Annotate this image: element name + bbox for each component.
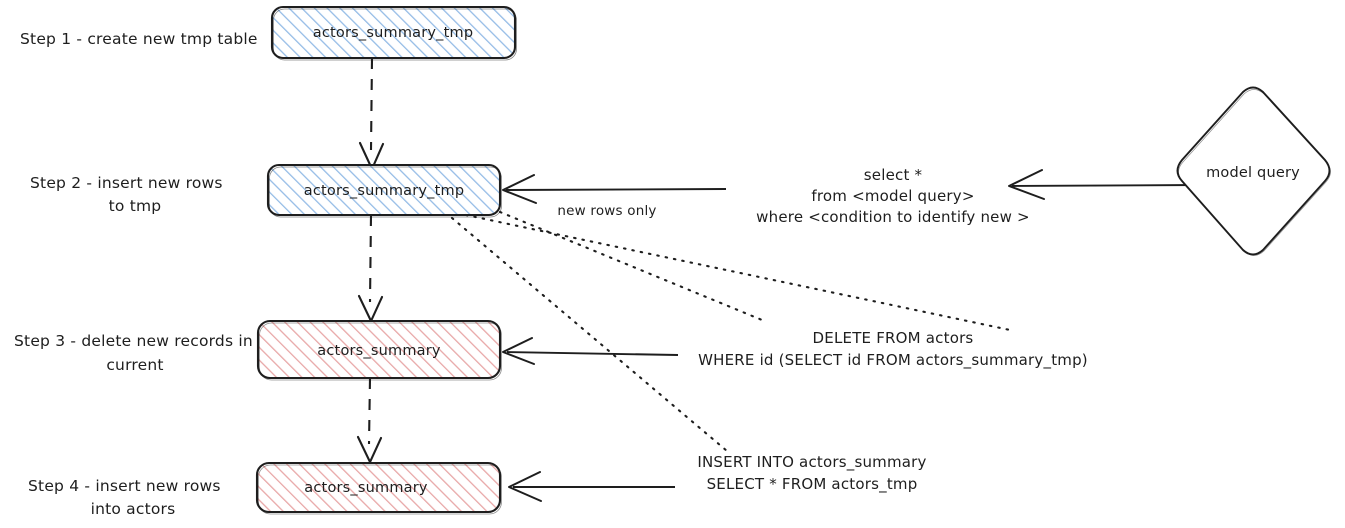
step-4-label-line2: into actors <box>91 500 176 518</box>
arrow-shaft <box>367 377 372 445</box>
node1-border-sketch <box>273 8 517 61</box>
model-query-diamond-sketch <box>1178 89 1331 256</box>
node3-border <box>256 319 502 380</box>
arrow-head <box>508 471 542 502</box>
node-actors-summary-3[interactable]: actors_summary <box>256 319 502 381</box>
insert-sql-line1: INSERT INTO actors_summary <box>697 453 926 472</box>
arrow-shaft <box>369 57 374 151</box>
node1-hatch <box>272 7 515 58</box>
step-3-group: Step 3 - delete new records in current a… <box>14 319 502 381</box>
dotted-line-to-delete-b <box>464 213 1012 332</box>
node-actors-summary-4[interactable]: actors_summary <box>255 461 502 515</box>
node1-border <box>270 5 517 60</box>
node4-label: actors_summary <box>304 480 428 496</box>
node4-border-sketch <box>258 464 502 515</box>
node3-label: actors_summary <box>317 343 441 359</box>
node1-label: actors_summary_tmp <box>313 25 473 41</box>
step-3-label-line1: Step 3 - delete new records in <box>14 332 253 350</box>
node4-border <box>255 461 502 514</box>
arrow-head <box>502 337 535 365</box>
arrow-model-query-to-sql <box>1008 169 1201 200</box>
node3-border-sketch <box>259 322 502 381</box>
arrow-head <box>356 435 383 464</box>
arrow-head <box>502 174 537 204</box>
node2-label: actors_summary_tmp <box>304 183 464 199</box>
node-actors-summary-tmp-2[interactable]: actors_summary_tmp <box>266 163 502 218</box>
step-4-group: Step 4 - insert new rows into actors act… <box>28 461 502 518</box>
step-2-label-line1: Step 2 - insert new rows <box>30 174 223 192</box>
dotted-line-to-delete-a <box>498 210 764 322</box>
arrow-head <box>1008 169 1045 200</box>
arrow-shaft <box>1011 184 1201 187</box>
node3-hatch <box>258 321 500 378</box>
insert-sql-line2: SELECT * FROM actors_tmp <box>707 475 918 494</box>
model-query-sql-line3: where <condition to identify new > <box>756 208 1030 226</box>
node2-hatch <box>268 165 500 215</box>
arrow-step1-to-step2 <box>358 57 385 171</box>
step-4-label-line1: Step 4 - insert new rows <box>28 477 221 495</box>
arrow-step3-to-step4 <box>356 377 383 464</box>
delete-sql-line2: WHERE id (SELECT id FROM actors_summary_… <box>698 351 1088 370</box>
arrow-new-rows-only: new rows only <box>502 174 727 219</box>
step-1-label: Step 1 - create new tmp table <box>20 30 258 48</box>
delete-sql-group: DELETE FROM actors WHERE id (SELECT id F… <box>502 329 1088 370</box>
node4-hatch <box>257 463 500 512</box>
step-3-label-line2: current <box>106 356 163 374</box>
dotted-connectors <box>450 210 1012 453</box>
model-query-sql-line2: from <model query> <box>811 187 974 205</box>
model-query-diamond <box>1176 86 1331 256</box>
delete-sql-line1: DELETE FROM actors <box>813 329 974 347</box>
step-2-label-line2: to tmp <box>109 197 162 215</box>
step-1-group: Step 1 - create new tmp table actors_sum… <box>20 5 517 61</box>
arrow-shaft <box>506 351 679 356</box>
node-actors-summary-tmp-1[interactable]: actors_summary_tmp <box>270 5 517 61</box>
arrow-step2-to-step3 <box>357 214 384 323</box>
model-query-sql-line1: select * <box>864 166 923 184</box>
model-query-label: model query <box>1206 165 1300 181</box>
step-2-group: Step 2 - insert new rows to tmp actors_s… <box>30 163 502 218</box>
node2-border-sketch <box>269 166 502 218</box>
arrow-shaft <box>505 188 727 191</box>
arrow-shaft <box>368 214 373 303</box>
insert-sql-group: INSERT INTO actors_summary SELECT * FROM… <box>508 453 926 502</box>
new-rows-only-label: new rows only <box>557 203 656 219</box>
node2-border <box>266 163 502 217</box>
node-model-query[interactable]: model query <box>1176 86 1331 256</box>
dotted-line-to-insert <box>450 216 729 453</box>
model-query-sql-text: select * from <model query> where <condi… <box>756 166 1030 226</box>
